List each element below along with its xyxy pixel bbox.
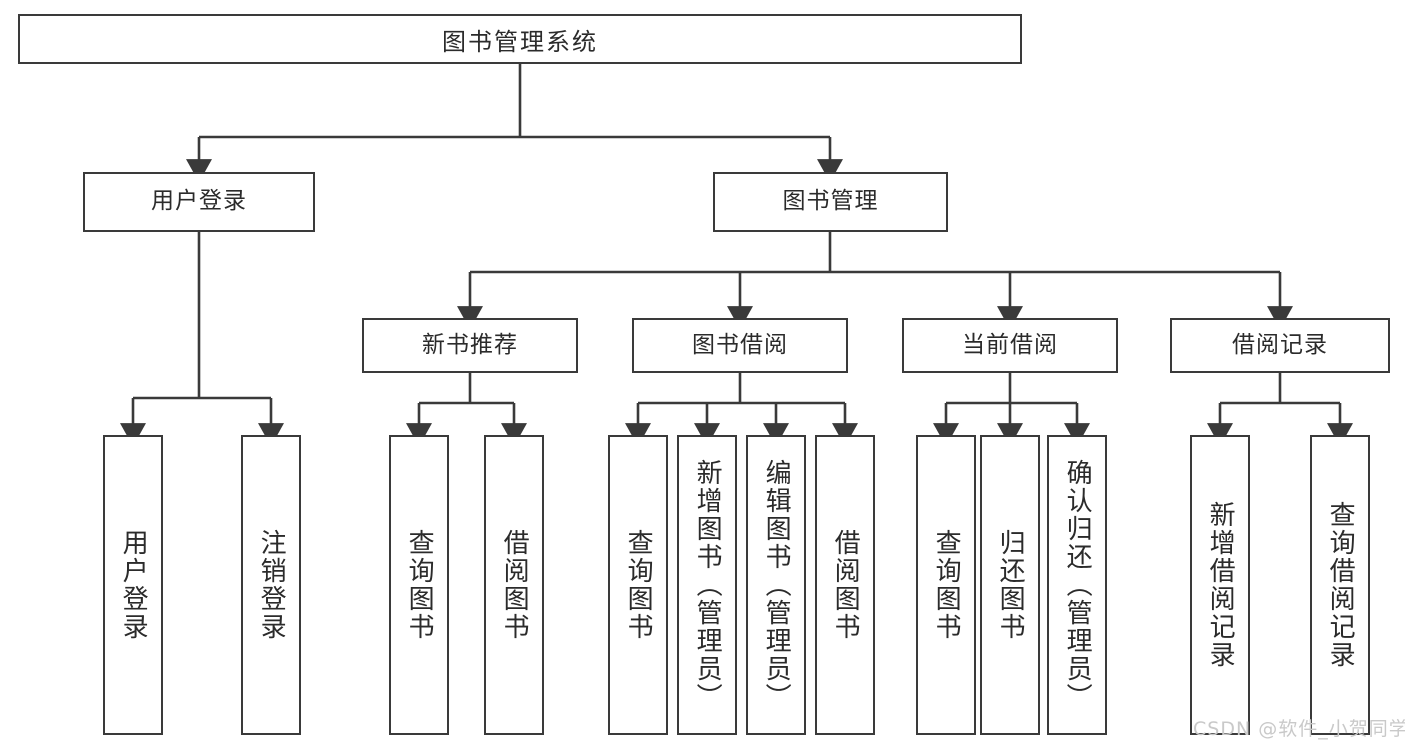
node-book-borrow[interactable]: 图书借阅	[632, 318, 848, 373]
leaf-logout-login[interactable]: 注销登录	[241, 435, 301, 735]
leaf-edit-book-admin[interactable]: 编辑图书（管理员）	[746, 435, 806, 735]
leaf-add-borrow-record[interactable]: 新增借阅记录	[1190, 435, 1250, 735]
leaf-query-book-2[interactable]: 查询图书	[608, 435, 668, 735]
leaf-user-login[interactable]: 用户登录	[103, 435, 163, 735]
node-root-system[interactable]: 图书管理系统	[18, 14, 1022, 64]
node-current-borrow[interactable]: 当前借阅	[902, 318, 1118, 373]
leaf-return-book[interactable]: 归还图书	[980, 435, 1040, 735]
leaf-query-book-1[interactable]: 查询图书	[389, 435, 449, 735]
node-book-manage[interactable]: 图书管理	[713, 172, 948, 232]
leaf-borrow-book-1[interactable]: 借阅图书	[484, 435, 544, 735]
leaf-borrow-book-2[interactable]: 借阅图书	[815, 435, 875, 735]
watermark: CSDN @软件_小贺同学	[1193, 718, 1405, 740]
node-user-login[interactable]: 用户登录	[83, 172, 315, 232]
leaf-query-book-3[interactable]: 查询图书	[916, 435, 976, 735]
node-new-book-rec[interactable]: 新书推荐	[362, 318, 578, 373]
leaf-confirm-return-admin[interactable]: 确认归还（管理员）	[1047, 435, 1107, 735]
node-borrow-record[interactable]: 借阅记录	[1170, 318, 1390, 373]
leaf-add-book-admin[interactable]: 新增图书（管理员）	[677, 435, 737, 735]
leaf-query-borrow-record[interactable]: 查询借阅记录	[1310, 435, 1370, 735]
